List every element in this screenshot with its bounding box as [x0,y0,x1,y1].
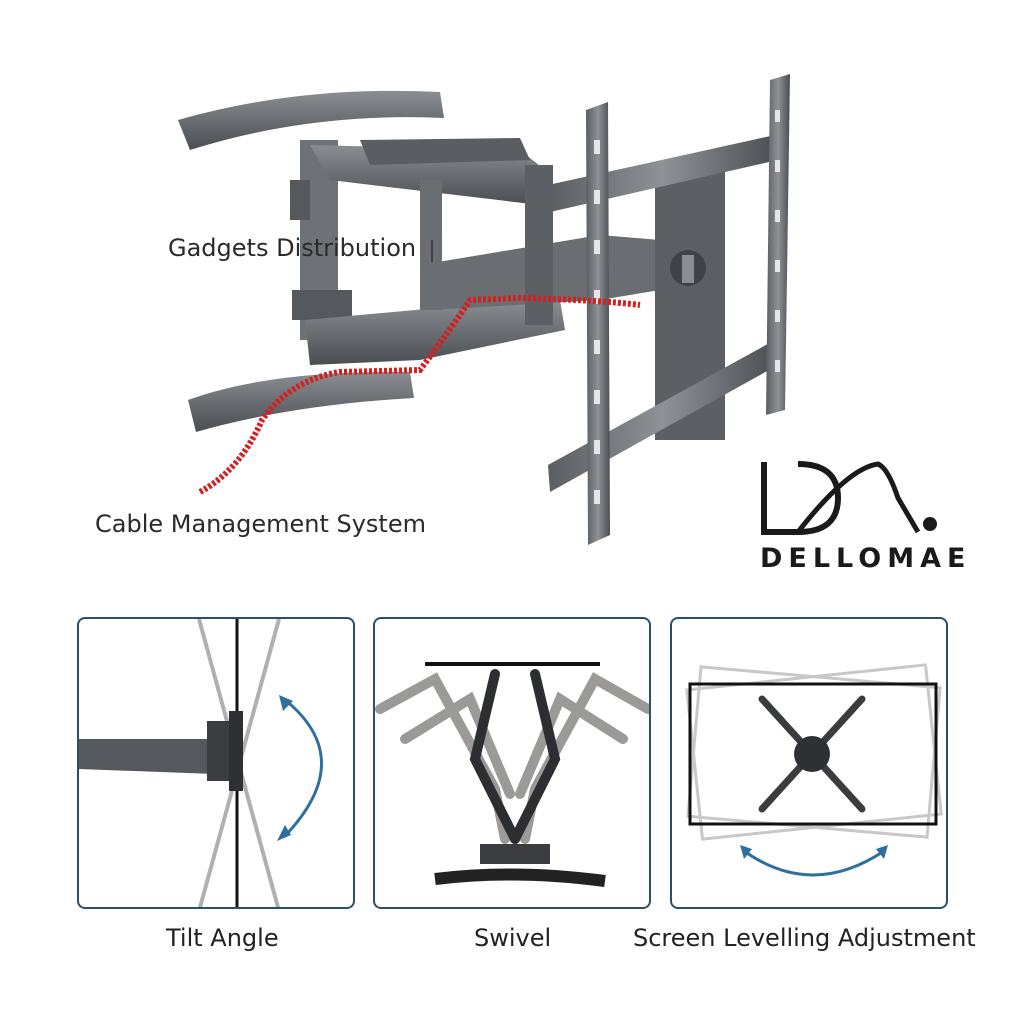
feature-panel-levelling [670,617,948,909]
levelling-diagram-icon [685,663,943,877]
feature-panel-tilt [77,617,355,909]
logo-mark-icon [761,461,937,535]
caption-tilt-angle: Tilt Angle [166,924,279,952]
wall-plate-top [178,90,444,150]
vertical-rail-left [586,102,610,545]
wall-plate-bottom [188,371,414,432]
tv-mount-drawing [178,74,790,545]
lower-arm [305,300,565,365]
caption-swivel: Swivel [474,924,552,952]
brand-logo [758,458,958,538]
swivel-diagram-icon [375,662,649,887]
callout-gadgets-distribution: Gadgets Distribution [168,234,417,262]
vertical-rail-right [766,74,790,415]
product-illustration [178,74,790,545]
caption-screen-levelling: Screen Levelling Adjustment [633,924,976,952]
red-cable [198,294,641,495]
feature-panel-swivel [373,617,651,909]
brand-name: DELLOMAE [760,543,972,574]
callout-cable-management: Cable Management System [95,510,426,538]
tilt-diagram-icon [79,619,323,907]
